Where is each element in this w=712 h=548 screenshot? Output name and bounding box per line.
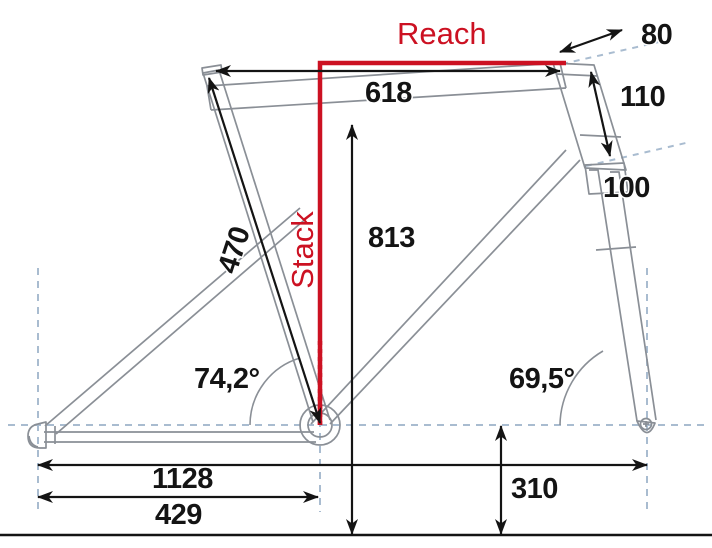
dimension-lines (37, 28, 648, 535)
label-stack: Stack (285, 211, 320, 289)
chainstay-outline (44, 431, 316, 443)
fork-outline (584, 162, 657, 434)
label-reach: Reach (397, 16, 487, 51)
label-80: 80 (641, 19, 672, 51)
label-310: 310 (511, 473, 558, 505)
label-seat-angle: 74,2° (194, 363, 260, 395)
head-tube-perpendicular-guides (561, 39, 691, 167)
label-1128: 1128 (152, 463, 213, 495)
label-618: 618 (365, 77, 412, 109)
rear-dropout-outline (27, 421, 56, 449)
dimline-80 (559, 28, 623, 54)
label-813: 813 (368, 222, 415, 254)
label-head-angle: 69,5° (509, 363, 575, 395)
label-429: 429 (155, 499, 202, 531)
label-100: 100 (603, 172, 650, 204)
dimline-110 (588, 71, 613, 157)
label-110: 110 (620, 81, 665, 113)
dimline-470 (207, 77, 322, 424)
head-angle-arc (559, 350, 604, 426)
head-tube-bottom-guide (585, 141, 691, 167)
